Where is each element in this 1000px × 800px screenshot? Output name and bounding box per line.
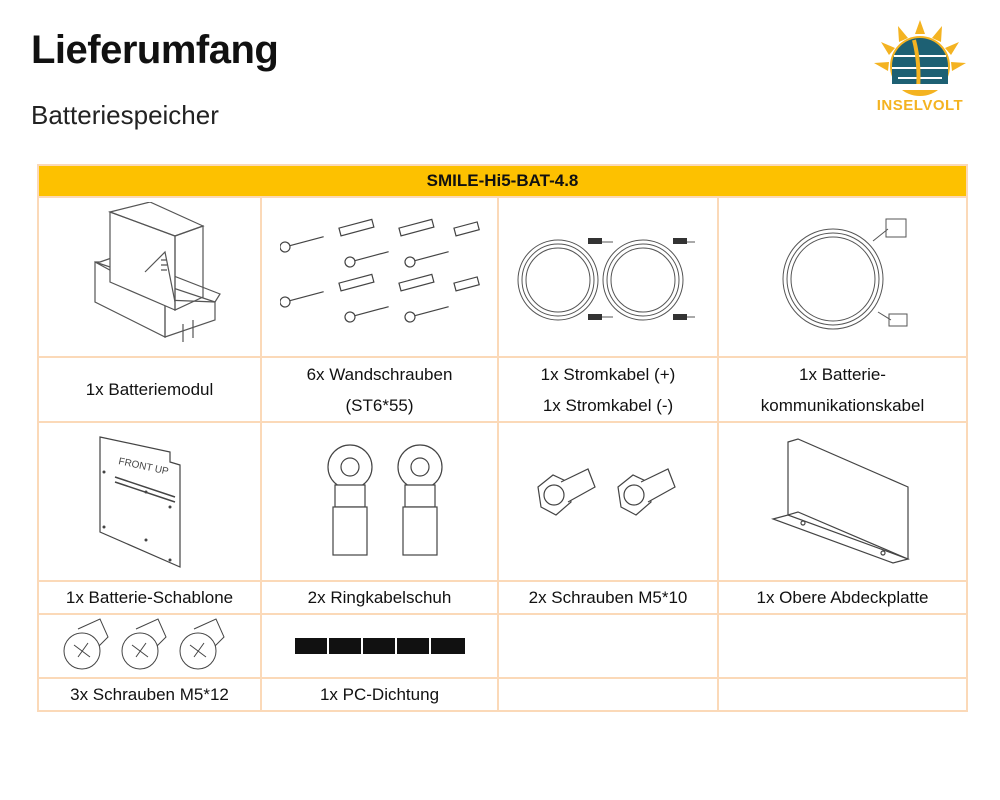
ring-cable-lug-icon <box>326 443 443 556</box>
page-subtitle: Batteriespeicher <box>31 100 219 130</box>
power-cables-cell <box>497 196 719 358</box>
empty-cell <box>716 613 969 679</box>
communication-cable-cell <box>716 196 969 358</box>
ring-cable-lug-cell <box>260 421 499 582</box>
page-title: Lieferumfang <box>31 28 279 72</box>
wall-screws-cell <box>260 196 499 358</box>
empty-cell <box>497 613 719 679</box>
battery-module-cell <box>37 196 262 358</box>
item-label: 1x Stromkabel (+)1x Stromkabel (-) <box>497 356 719 423</box>
pc-seal-icon <box>294 638 465 654</box>
wall-screws-icon <box>279 218 480 323</box>
inselvolt-sun-logo-icon <box>874 20 966 96</box>
inselvolt-logo: INSELVOLT <box>868 18 972 118</box>
item-label: 2x Ringkabelschuh <box>260 580 499 615</box>
communication-cable-icon <box>782 218 907 330</box>
item-label: 1x Batteriemodul <box>37 356 262 423</box>
item-label: 1x Batterie-Schablone <box>37 580 262 615</box>
item-label: 1x PC-Dichtung <box>260 677 499 712</box>
empty-cell <box>716 677 969 712</box>
model-header: SMILE-Hi5-BAT-4.8 <box>36 164 969 198</box>
screws-m5x12-cell <box>37 613 262 679</box>
battery-template-cell: FRONT UP <box>37 421 262 582</box>
screws-m5x12-icon <box>63 618 225 670</box>
battery-module-icon <box>93 202 221 342</box>
logo-text: INSELVOLT <box>876 97 964 114</box>
screws-m5x10-icon <box>537 467 676 516</box>
top-cover-plate-icon <box>770 437 910 564</box>
item-label: 6x Wandschrauben(ST6*55) <box>260 356 499 423</box>
scope-of-delivery-table: SMILE-Hi5-BAT-4.8 <box>36 164 969 712</box>
screws-m5x10-cell <box>497 421 719 582</box>
power-cables-icon <box>517 238 695 321</box>
top-cover-plate-cell <box>716 421 969 582</box>
item-label: 1x Obere Abdeckplatte <box>716 580 969 615</box>
empty-cell <box>497 677 719 712</box>
pc-seal-cell <box>260 613 499 679</box>
item-label: 3x Schrauben M5*12 <box>37 677 262 712</box>
battery-template-icon: FRONT UP <box>98 435 181 568</box>
item-label: 1x Batterie-kommunikationskabel <box>716 356 969 423</box>
item-label: 2x Schrauben M5*10 <box>497 580 719 615</box>
